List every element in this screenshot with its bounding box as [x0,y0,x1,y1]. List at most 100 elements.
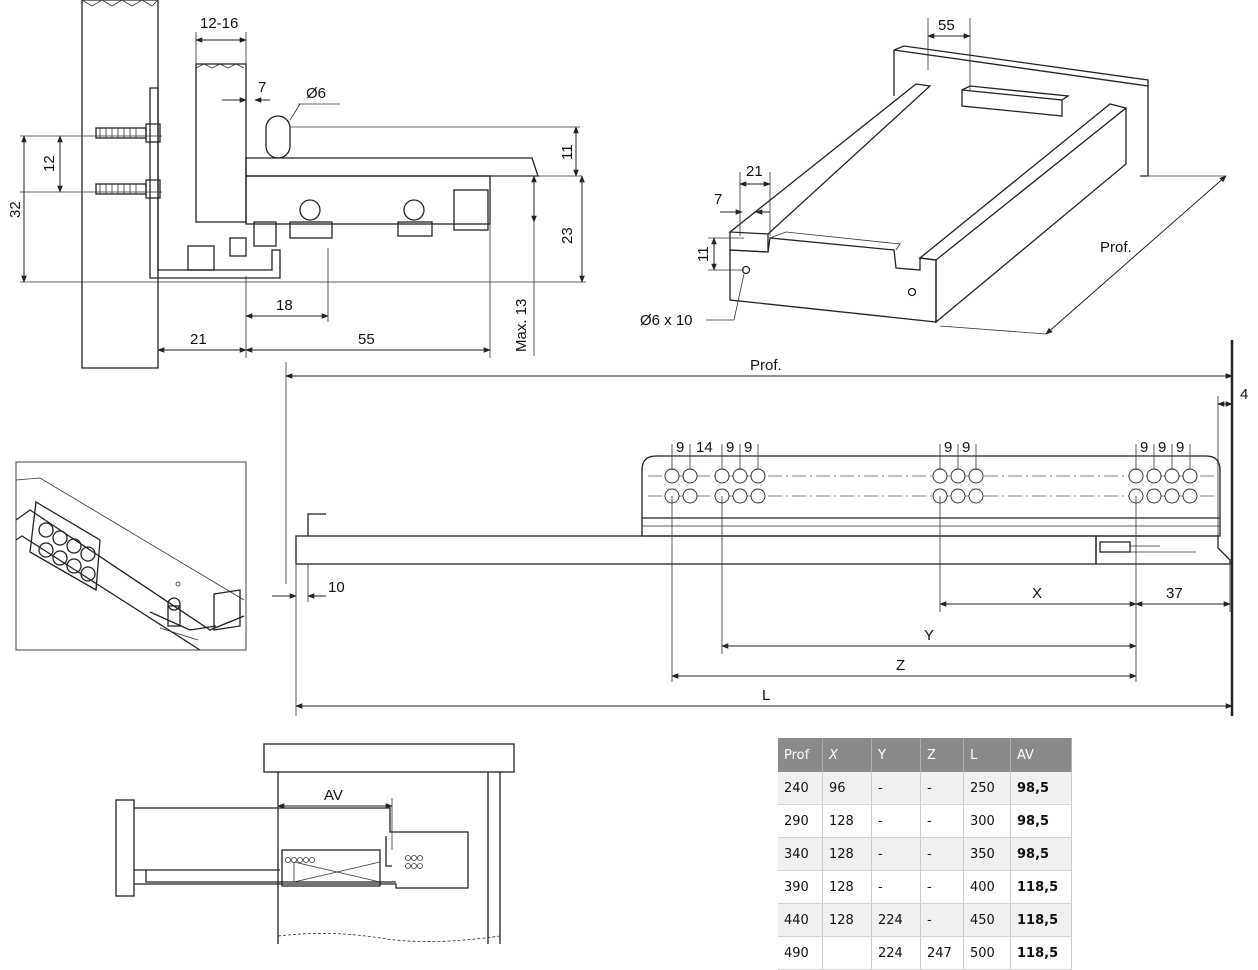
iso-dim-7: 7 [714,191,722,208]
dim-dia6: Ø6 [306,85,326,102]
table-cell: 340 [778,837,823,871]
hole-dim: 9 [1140,439,1148,456]
table-cell: 128 [822,837,872,871]
table-header-row: Prof X Y Z L AV [778,738,1072,772]
table-cell: 96 [822,772,872,805]
section-detail: 12-16 7 Ø6 11 12 32 23 18 21 55 Max. 13 [7,0,586,369]
side-dim-prof: Prof. [750,357,782,374]
side-view: Prof. 4 9 14 9 9 9 9 9 9 9 10 X 37 Y Z L [272,340,1248,716]
side-dim-x: X [1032,585,1042,602]
dim-55: 55 [358,331,375,348]
table-row: 290 128 - - 300 98,5 [778,804,1072,838]
hole-dim: 9 [1176,439,1184,456]
table-cell: 128 [822,804,872,838]
table-cell: 98,5 [1010,804,1072,838]
hole-dim: 9 [744,439,752,456]
table-cell: - [871,772,921,805]
table-row: 390 128 - - 400 118,5 [778,870,1072,904]
drawer-front-face [729,237,937,323]
dim-max13: Max. 13 [513,299,530,352]
table-cell: - [871,870,921,904]
table-cell: 247 [920,936,964,970]
dim-11: 11 [559,144,576,160]
cabinet-wall [81,0,159,369]
table-cell: 500 [963,936,1011,970]
hole-dim: 9 [676,439,684,456]
table-cell: 350 [963,837,1011,871]
hole-dim: 9 [962,439,970,456]
table-cell: 224 [871,903,921,937]
mounting-plate [641,455,1221,537]
drawer-bottom [245,157,539,177]
runner-block [245,175,491,225]
table-cell: - [920,837,964,871]
table-cell: 450 [963,903,1011,937]
dim-21: 21 [190,331,207,348]
side-dim-10: 10 [328,579,345,596]
table-cell: 440 [778,903,823,937]
hole-dim: 14 [696,439,713,456]
table-cell: 128 [822,903,872,937]
col-header: Prof [778,738,823,772]
mounting-bracket [149,87,281,279]
table-cell: - [871,804,921,838]
col-header: X [822,738,872,772]
inset-detail [15,461,247,651]
table-cell: - [920,903,964,937]
col-header: AV [1010,738,1072,772]
iso-dim-prof: Prof. [1100,239,1132,256]
iso-dim-55: 55 [938,17,955,34]
screw-icon [95,179,161,199]
runner-rail [295,535,1097,565]
table-cell: 490 [778,936,823,970]
technical-drawing: 12-16 7 Ø6 11 12 32 23 18 21 55 Max. 13 [7,0,1248,944]
table-cell: 118,5 [1010,870,1072,904]
table-row: 340 128 - - 350 98,5 [778,837,1072,871]
iso-dim-hole: Ø6 x 10 [640,312,693,329]
dim-12: 12 [41,155,58,172]
table-cell: 118,5 [1010,903,1072,937]
table-cell: 300 [963,804,1011,838]
front-dim-av: AV [324,787,343,804]
col-header: Y [871,738,921,772]
side-dim-y: Y [924,627,934,644]
table-cell: 98,5 [1010,772,1072,805]
table-cell: 290 [778,804,823,838]
iso-dim-21: 21 [746,163,763,180]
iso-drawer: 55 21 7 11 Ø6 x 10 Prof. [640,17,1227,335]
hole-dim: 9 [726,439,734,456]
hole-dim: 9 [944,439,952,456]
table-cell: - [920,804,964,838]
table-row: 240 96 - - 250 98,5 [778,772,1072,805]
dim-23: 23 [559,227,576,244]
table-cell: 400 [963,870,1011,904]
side-dim-l: L [762,687,770,704]
dim-7: 7 [258,79,266,96]
front-view: AV [115,743,515,944]
table-row: 440 128 224 - 450 118,5 [778,903,1072,937]
table-cell: 390 [778,870,823,904]
table-cell: 240 [778,772,823,805]
dim-32: 32 [7,201,24,218]
drawer-side [195,63,247,223]
hole-row [664,468,1198,504]
table-cell: 98,5 [1010,837,1072,871]
table-cell: - [920,870,964,904]
col-header: L [963,738,1011,772]
table-cell: - [871,837,921,871]
col-header: Z [920,738,964,772]
table-cell: 128 [822,870,872,904]
table-cell [822,936,872,970]
iso-dim-11: 11 [695,246,712,262]
hole-dim: 9 [1158,439,1166,456]
side-dim-4: 4 [1240,386,1248,403]
table-cell: - [920,772,964,805]
table-cell: 118,5 [1010,936,1072,970]
table-row: 490 224 247 500 118,5 [778,936,1072,970]
dim-18: 18 [276,297,293,314]
table-cell: 224 [871,936,921,970]
spec-table: Prof X Y Z L AV 240 96 - - 250 98,5 290 … [778,738,1072,970]
side-dim-37: 37 [1166,585,1183,602]
side-dim-z: Z [896,657,905,674]
table-cell: 250 [963,772,1011,805]
